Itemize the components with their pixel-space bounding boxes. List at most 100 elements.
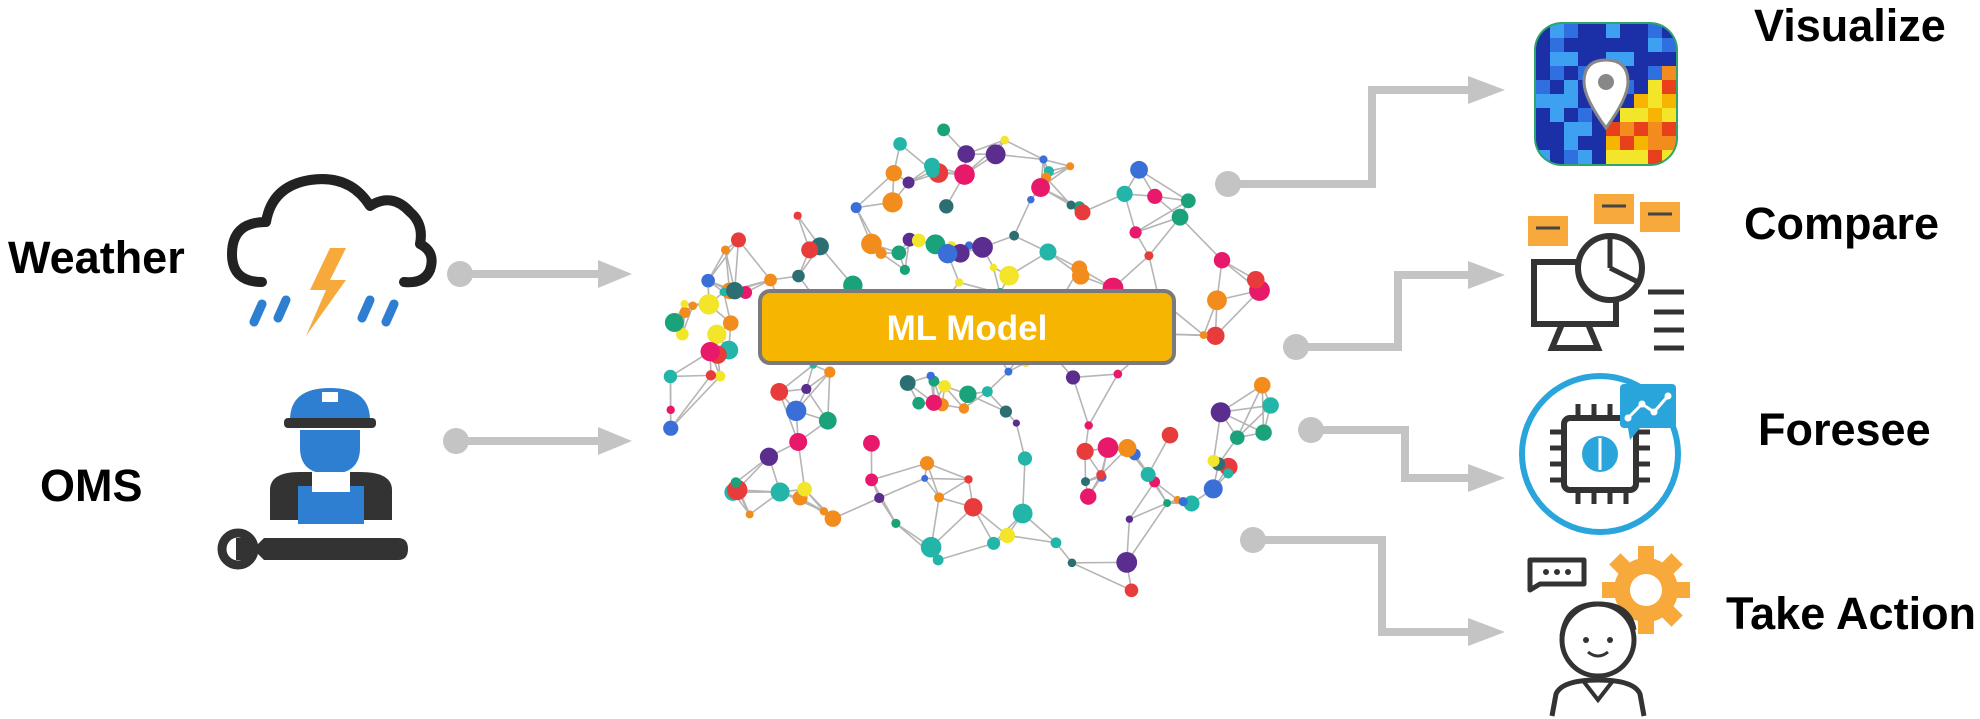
brain-node [1027, 195, 1035, 204]
compare-connector [1283, 261, 1505, 360]
brain-node [1223, 468, 1234, 479]
brain-node [1147, 188, 1163, 204]
brain-node [725, 281, 744, 300]
brain-node [981, 386, 993, 397]
brain-node [902, 176, 915, 189]
ai-chip-chart-icon [1519, 373, 1681, 535]
brain-node [863, 434, 880, 452]
brain-node [972, 236, 993, 258]
brain-node [1207, 454, 1220, 467]
brain-node [926, 371, 935, 381]
brain-node [745, 510, 754, 519]
brain-node [865, 473, 879, 487]
brain-node [1206, 326, 1225, 345]
brain-node [1229, 430, 1245, 445]
brain-node [919, 456, 935, 471]
brain-node [1161, 426, 1179, 444]
brain-node [698, 294, 720, 315]
brain-node [1180, 193, 1196, 209]
brain-node [921, 474, 929, 482]
oms-label: OMS [40, 460, 143, 511]
weather-connector [447, 260, 632, 288]
brain-node [1183, 495, 1200, 512]
brain-node [719, 287, 728, 297]
brain-node [1074, 204, 1091, 221]
brain-node [1050, 537, 1062, 549]
storm-cloud-icon [227, 174, 437, 336]
brain-node [714, 370, 726, 382]
brain-node [1097, 437, 1119, 458]
brain-node [882, 192, 903, 213]
visualize-connector [1215, 76, 1505, 197]
brain-node [1067, 558, 1077, 568]
brain-node [1039, 155, 1048, 164]
brain-node [937, 243, 958, 264]
brain-node [730, 477, 742, 488]
brain-node [959, 385, 977, 403]
worker-wrench-icon [217, 388, 408, 570]
brain-node [874, 492, 885, 504]
brain-node [801, 241, 819, 259]
brain-node [731, 232, 747, 248]
brain-node [939, 199, 954, 214]
brain-node [1071, 267, 1090, 285]
brain-node [1076, 442, 1094, 461]
brain-node [676, 327, 689, 341]
weather-label: Weather [8, 232, 185, 283]
brain-node [891, 245, 907, 261]
brain-node [793, 211, 802, 220]
ml-model-box: ML Model [758, 289, 1176, 365]
brain-node [663, 369, 678, 384]
brain-node [954, 278, 964, 287]
brain-node [1116, 551, 1138, 573]
foresee-connector [1298, 417, 1505, 492]
brain-node [1171, 208, 1189, 226]
brain-node [764, 273, 777, 287]
brain-node [999, 405, 1012, 418]
brain-node [801, 383, 812, 395]
brain-node [932, 554, 944, 566]
brain-node [792, 269, 805, 283]
brain-node [770, 482, 790, 502]
ml-model-label: ML Model [887, 309, 1048, 348]
oms-connector [443, 427, 632, 455]
brain-node [664, 312, 684, 332]
brain-node [785, 400, 807, 421]
brain-node [958, 403, 970, 414]
brain-node [1084, 421, 1093, 430]
brain-node [899, 375, 916, 391]
brain-node [1116, 185, 1133, 203]
foresee-label: Foresee [1758, 404, 1931, 455]
brain-node [1199, 331, 1208, 340]
compare-label: Compare [1744, 198, 1940, 249]
brain-node [1066, 200, 1076, 210]
brain-node [1031, 178, 1050, 197]
brain-node [861, 233, 882, 255]
brain-node [964, 498, 983, 517]
brain-node [920, 536, 942, 558]
brain-node [1144, 251, 1154, 261]
brain-node [720, 245, 730, 255]
brain-node [875, 247, 887, 259]
brain-node [824, 510, 842, 527]
brain-node [987, 536, 1001, 550]
brain-node [1213, 252, 1231, 269]
brain-node [1210, 402, 1231, 423]
brain-node [893, 137, 907, 151]
brain-node [985, 144, 1006, 165]
brain-node [1080, 488, 1097, 505]
brain-node [954, 164, 975, 185]
brain-node [912, 396, 925, 410]
brain-node [911, 233, 926, 248]
brain-node [937, 123, 951, 137]
take-action-connector [1240, 527, 1505, 646]
brain-node [1130, 160, 1148, 179]
brain-node [899, 264, 910, 276]
brain-node [700, 341, 720, 362]
heatmap-location-icon [1534, 22, 1678, 166]
brain-node [824, 366, 836, 378]
take-action-label: Take Action [1726, 588, 1977, 639]
brain-node [819, 507, 829, 516]
brain-node [1203, 479, 1223, 499]
